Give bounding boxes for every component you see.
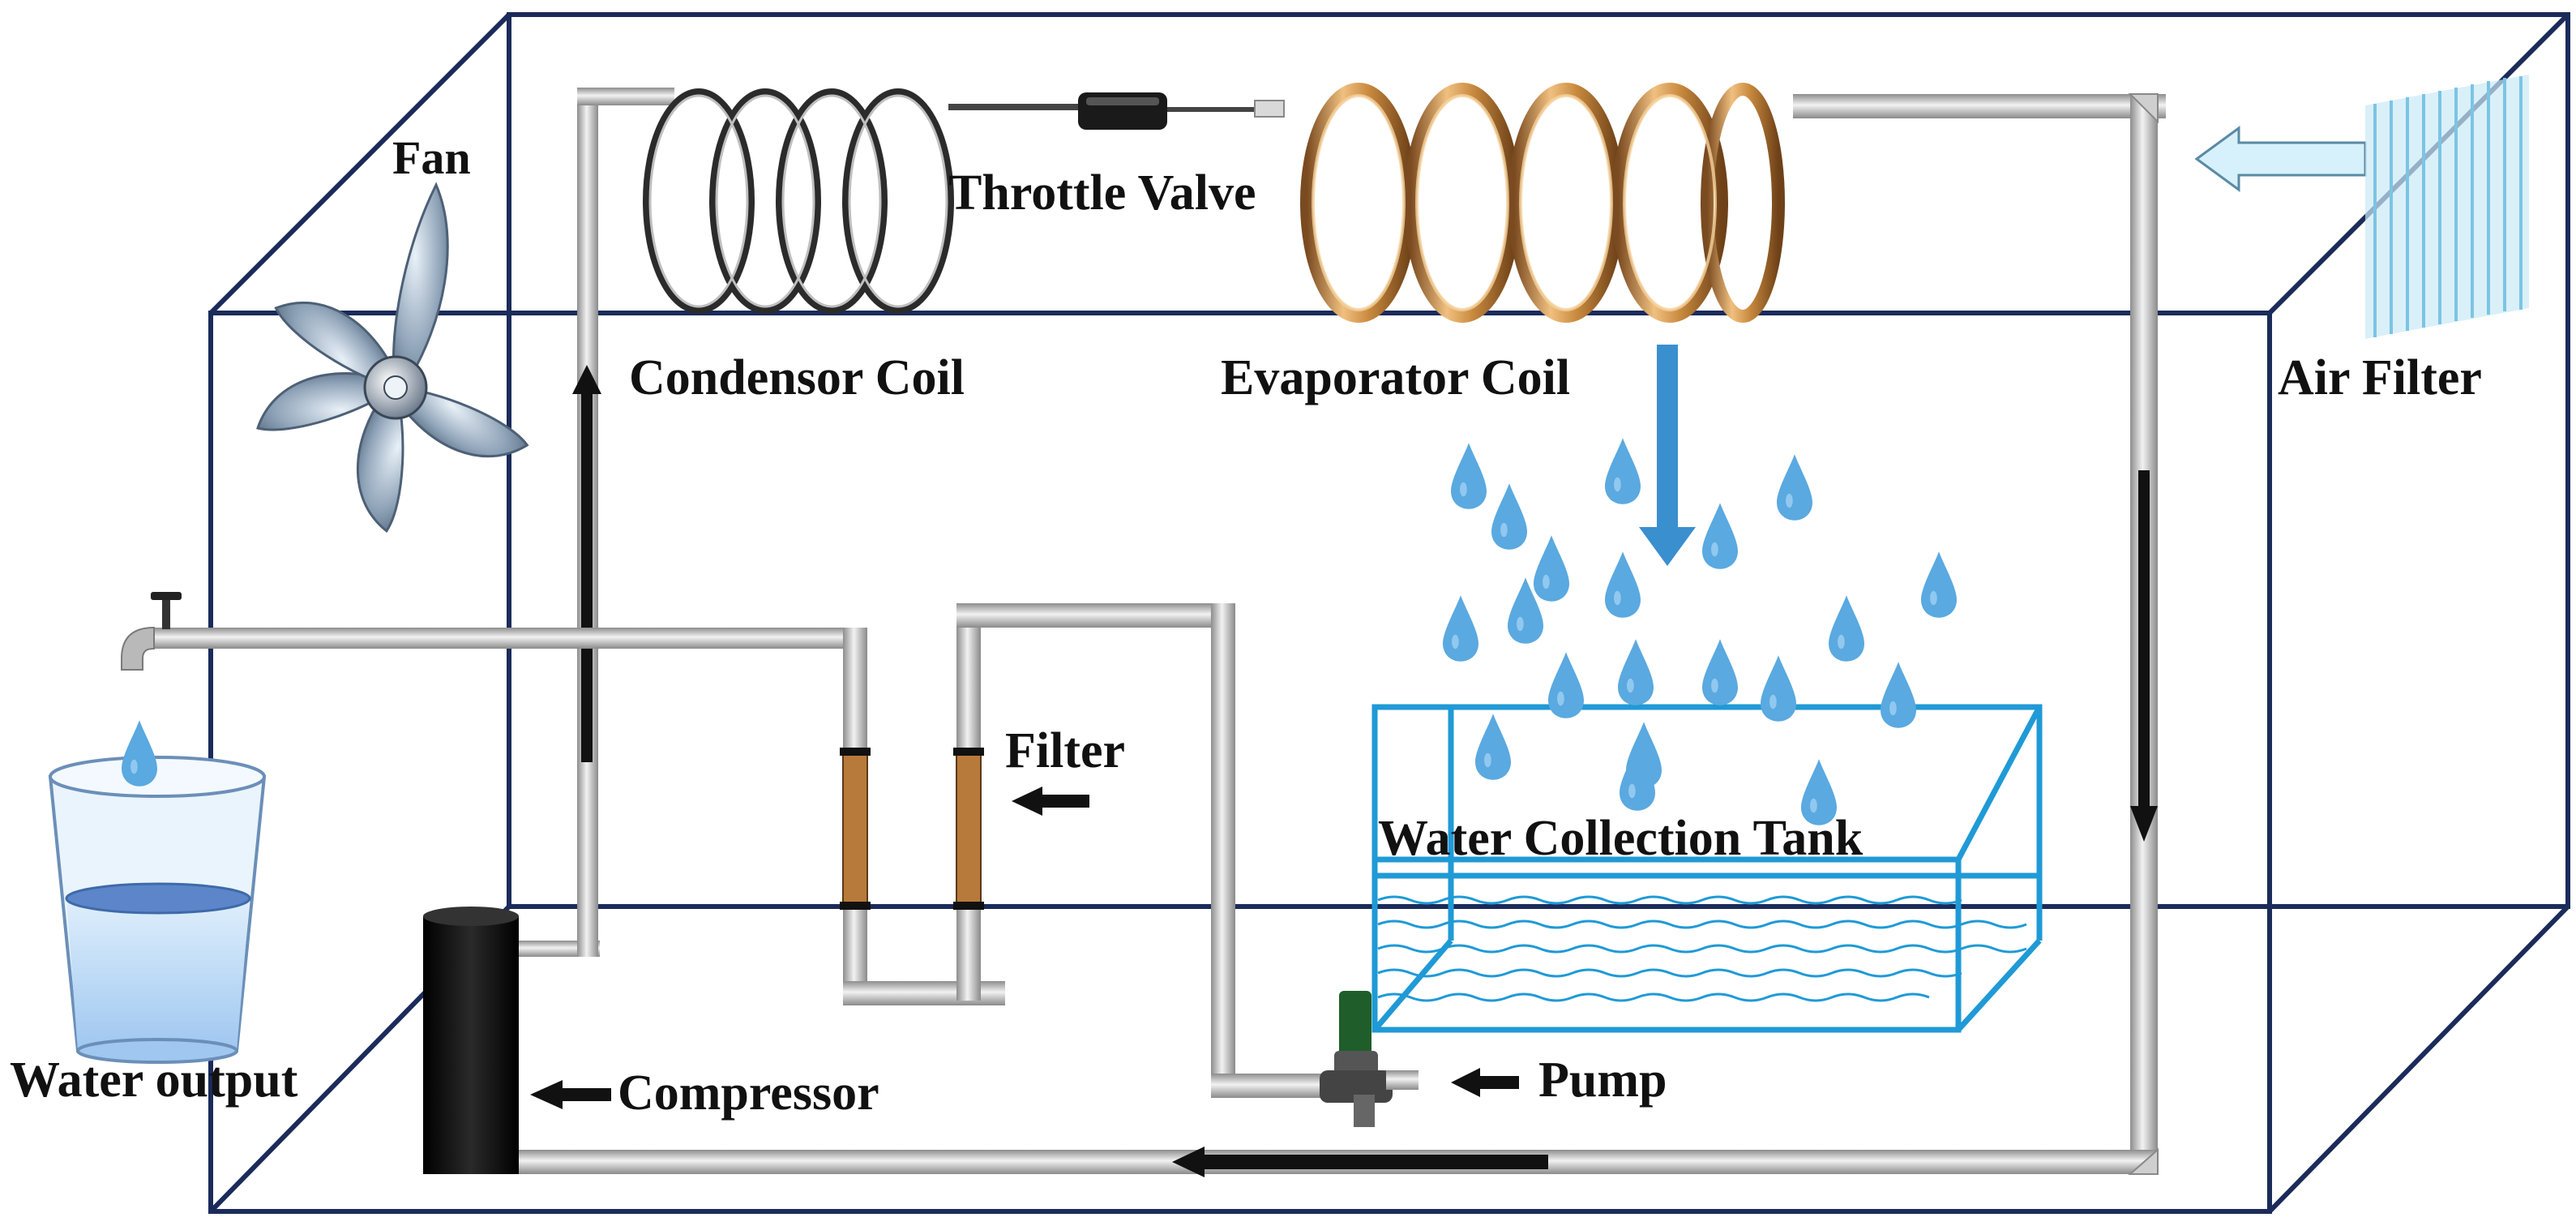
filter-arrow: [1012, 787, 1089, 816]
filter-cartridges: [840, 748, 984, 910]
pump-arrow: [1451, 1068, 1519, 1097]
faucet-drop: [122, 720, 157, 787]
label-condensor-coil: Condensor Coil: [629, 350, 965, 405]
label-compressor: Compressor: [618, 1065, 879, 1121]
throttle-valve: [1078, 92, 1167, 130]
condensor-coil-highlight: [648, 94, 948, 308]
label-air-filter: Air Filter: [2278, 350, 2482, 405]
faucet-valve-icon: [151, 592, 182, 629]
air-filter: [2365, 75, 2529, 339]
label-water-collection-tank: Water Collection Tank: [1378, 811, 1864, 866]
water-droplets: [1443, 438, 1957, 825]
water-glass: [48, 756, 267, 1064]
evaporator-coil: [1300, 83, 1785, 323]
label-throttle-valve: Throttle Valve: [948, 165, 1256, 221]
fan: [256, 182, 529, 534]
label-evaporator-coil: Evaporator Coil: [1221, 350, 1570, 405]
pump: [1320, 991, 1419, 1127]
label-filter: Filter: [1005, 723, 1125, 778]
label-water-output: Water output: [10, 1052, 298, 1108]
compressor-arrow: [530, 1080, 611, 1109]
air-inlet-arrow: [2194, 126, 2367, 192]
output-pipe: [121, 626, 848, 671]
label-pump: Pump: [1538, 1052, 1667, 1108]
condensate-arrow: [1639, 345, 1696, 566]
filter-u-tube: [843, 603, 1357, 1098]
tank-water-waves: [1377, 895, 2027, 1002]
condensor-coil: [643, 88, 954, 314]
evaporator-coil-shine: [1312, 94, 1717, 311]
label-fan: Fan: [392, 131, 471, 184]
flow-arrows: [572, 365, 2158, 1177]
water-collection-tank: [1371, 704, 2043, 1033]
compressor: [423, 907, 519, 1174]
